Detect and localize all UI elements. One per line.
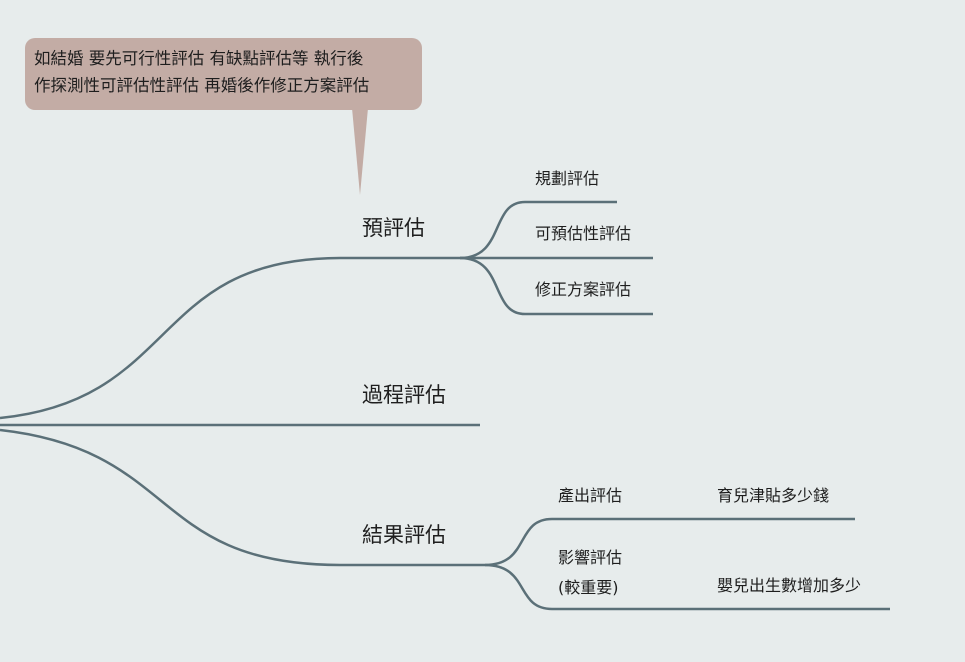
node-output-evaluation[interactable]: 產出評估	[558, 486, 623, 505]
callout-pointer	[352, 108, 368, 195]
impact-label-line1: 影響評估	[558, 548, 623, 567]
node-childcare-subsidy[interactable]: 育兒津貼多少錢	[717, 486, 830, 505]
node-birth-increase[interactable]: 嬰兒出生數增加多少	[717, 576, 862, 595]
note-line-1: 如結婚 要先可行性評估 有缺點評估等 執行後	[34, 49, 364, 68]
node-pre-evaluation[interactable]: 預評估	[362, 216, 425, 240]
connector-pre	[0, 256, 460, 420]
connector-impact	[484, 563, 890, 611]
note-callout: 如結婚 要先可行性評估 有缺點評估等 執行後 作探測性可評估性評估 再婚後作修正…	[25, 38, 422, 110]
node-process-evaluation[interactable]: 過程評估	[362, 383, 446, 407]
connector-output	[484, 517, 855, 567]
impact-label-line2: (較重要)	[558, 578, 619, 597]
node-revision-evaluation[interactable]: 修正方案評估	[535, 280, 632, 299]
note-line-2: 作探測性可評估性評估 再婚後作修正方案評估	[34, 76, 370, 95]
node-predictability-evaluation[interactable]: 可預估性評估	[535, 224, 632, 243]
connector-plan	[459, 200, 617, 260]
node-result-evaluation[interactable]: 結果評估	[362, 523, 446, 547]
node-plan-evaluation[interactable]: 規劃評估	[535, 169, 600, 188]
connector-result	[0, 428, 485, 567]
connector-revise	[459, 256, 653, 316]
node-impact-evaluation[interactable]: 影響評估 (較重要)	[558, 543, 622, 603]
